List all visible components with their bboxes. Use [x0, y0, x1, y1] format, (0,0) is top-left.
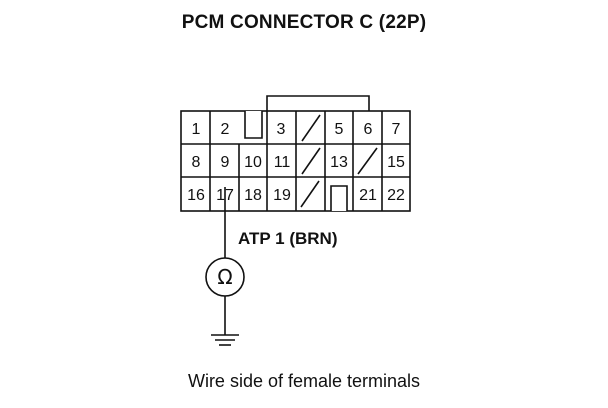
pin-label: 15 — [387, 154, 405, 171]
diagram-caption: Wire side of female terminals — [187, 371, 421, 391]
pin-label: 21 — [359, 187, 377, 204]
pin-label: 6 — [364, 121, 373, 138]
connector-lock-tab — [266, 95, 370, 111]
empty-cavity-slash — [300, 180, 320, 208]
pin-label: 19 — [273, 187, 291, 204]
pin-label: 16 — [187, 187, 205, 204]
empty-cavity-slash — [357, 147, 378, 175]
pin-label: 18 — [244, 187, 262, 204]
pin-label: 3 — [277, 121, 286, 138]
pin-label: 5 — [335, 121, 344, 138]
wire-label: ATP 1 (BRN) — [238, 229, 338, 248]
diagram-title: PCM CONNECTOR C (22P) — [181, 12, 427, 33]
pin-label: 11 — [274, 154, 291, 171]
key-notch-bottom — [330, 185, 348, 211]
pin-label: 10 — [244, 154, 262, 171]
pin-label: 1 — [192, 121, 201, 138]
connector-outline — [180, 95, 411, 212]
pin-label: 9 — [221, 154, 230, 171]
key-notch-top — [244, 111, 263, 139]
pin-label: 13 — [330, 154, 348, 171]
pin-label: 7 — [392, 121, 401, 138]
empty-cavity-slash — [301, 114, 321, 142]
ohm-icon: Ω — [217, 265, 232, 289]
pin-label: 22 — [387, 187, 405, 204]
ground-icon — [211, 334, 239, 346]
pin-label: 2 — [221, 121, 230, 138]
pin-label: 8 — [192, 154, 201, 171]
empty-cavity-slash — [301, 147, 321, 175]
